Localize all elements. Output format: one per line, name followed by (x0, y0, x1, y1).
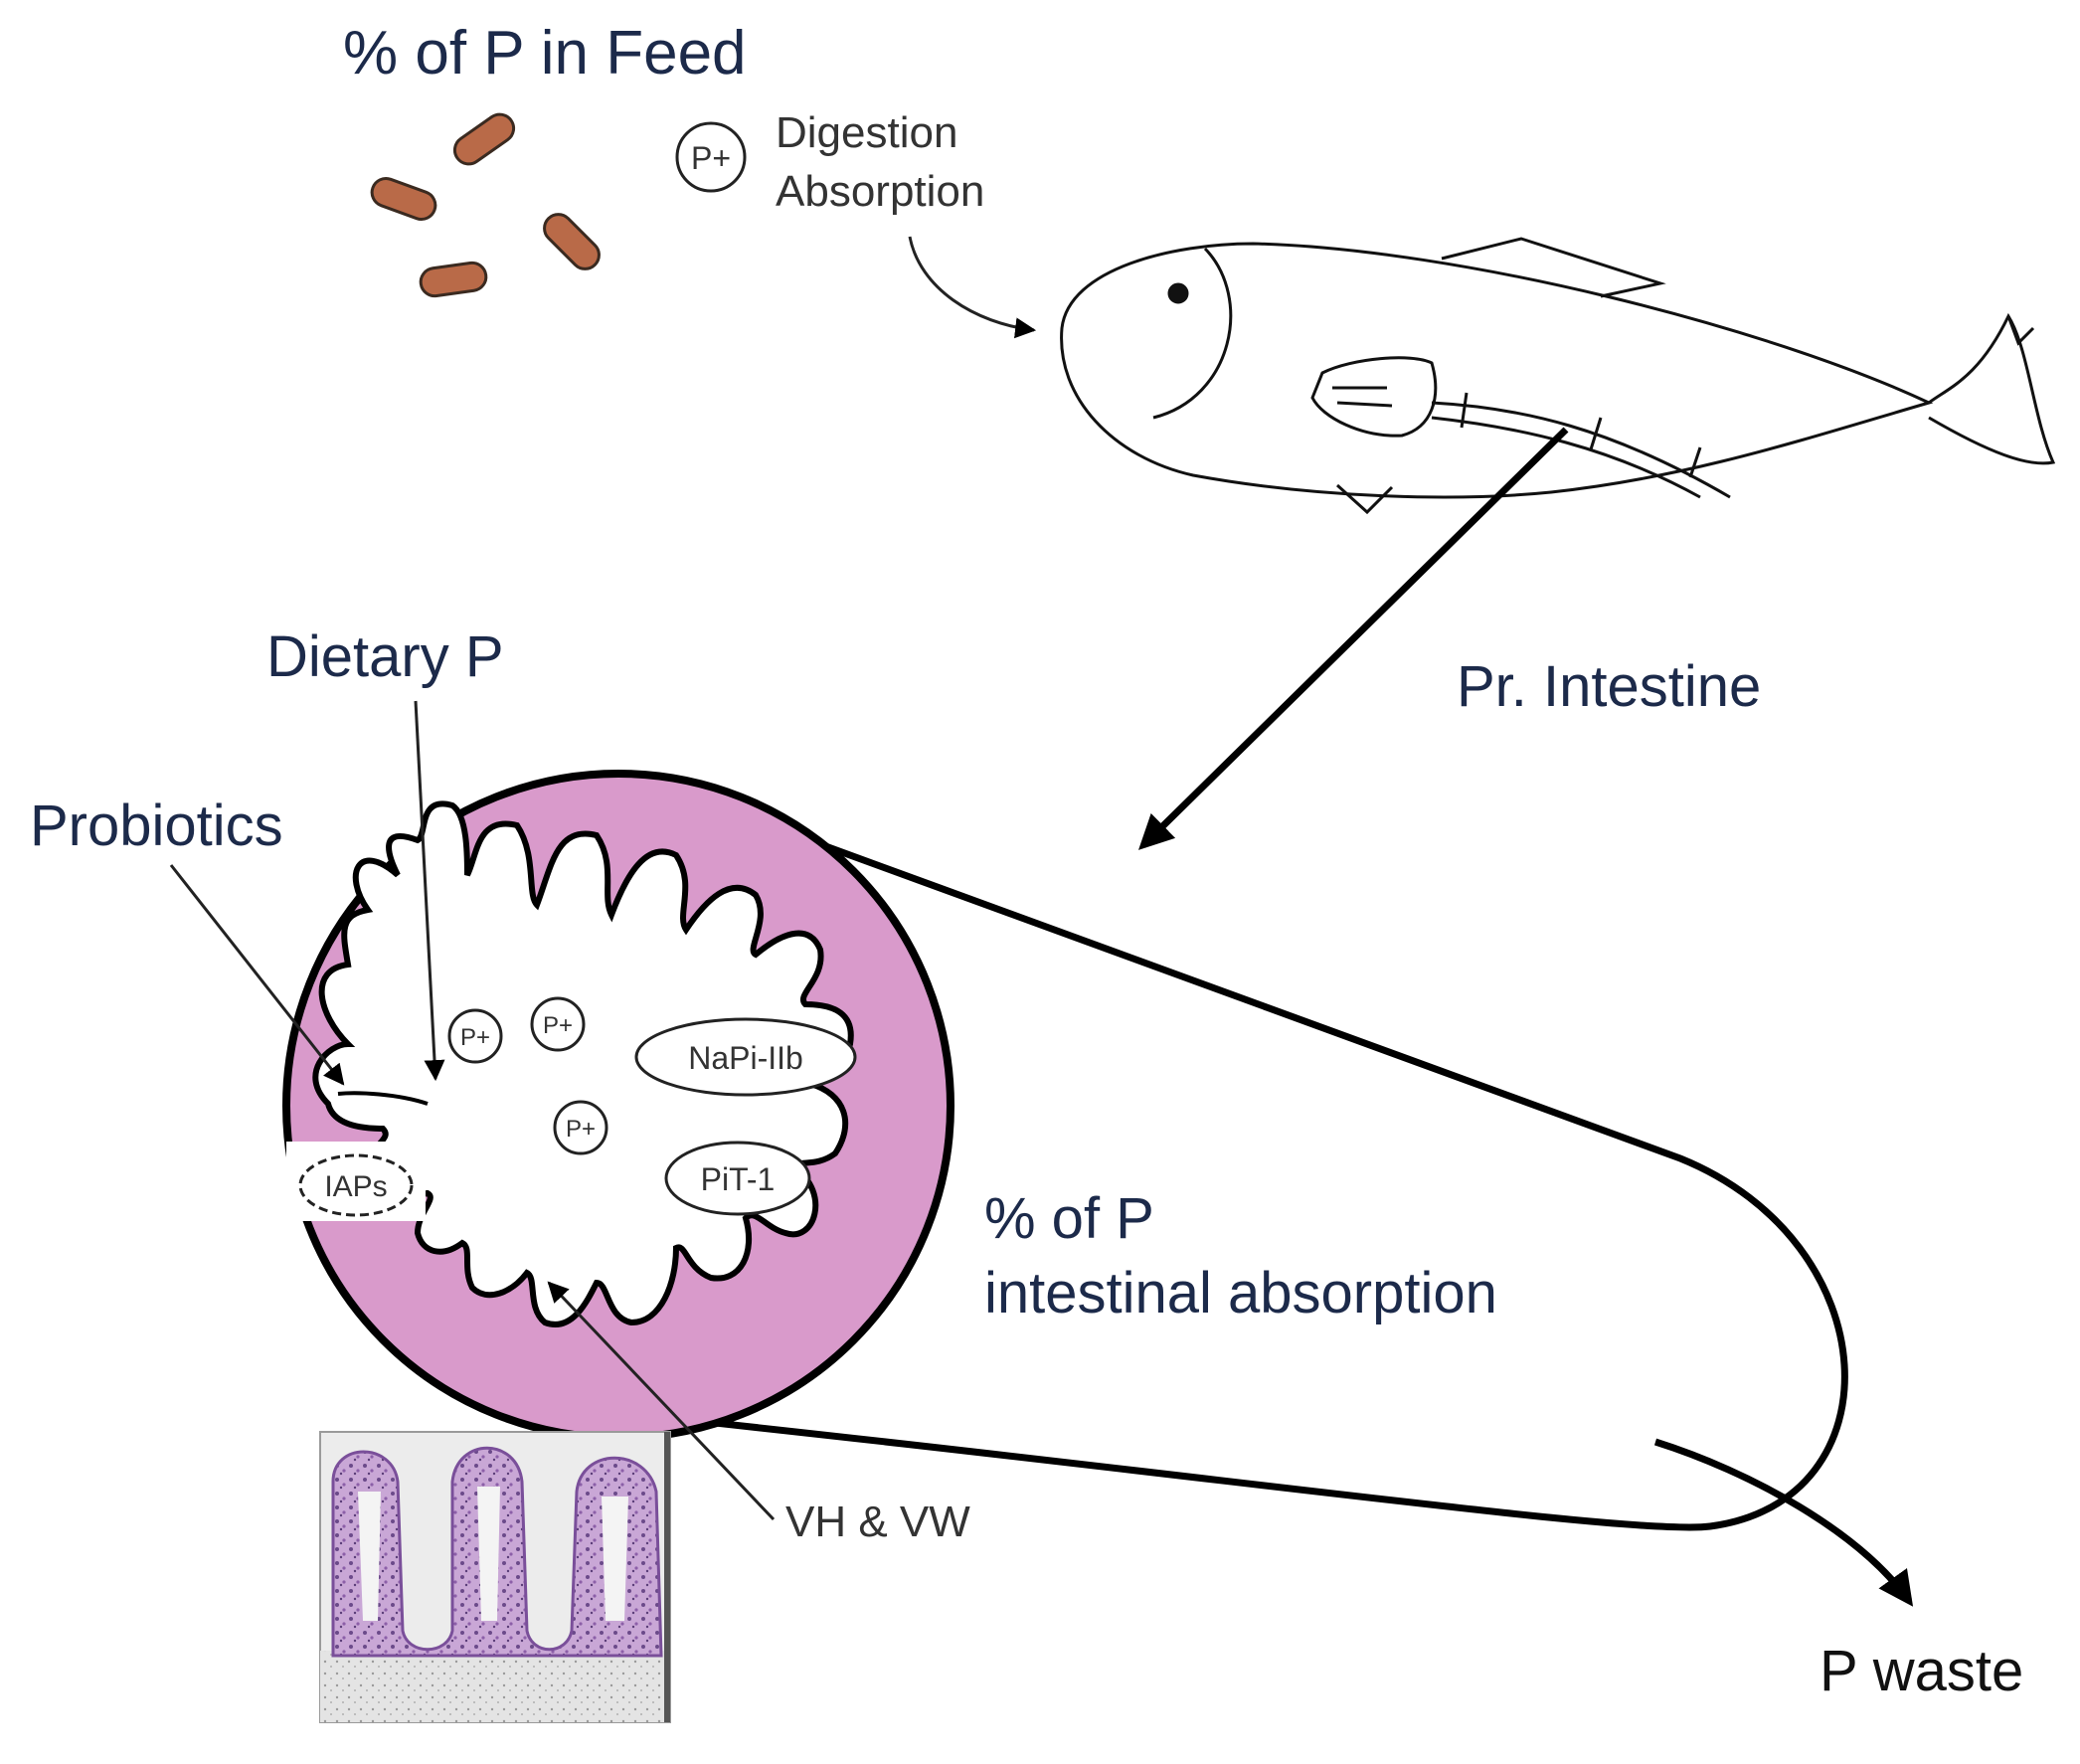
svg-text:P+: P+ (566, 1116, 596, 1143)
feed-title: % of P in Feed (343, 19, 747, 88)
p-waste-label: P waste (1820, 1639, 2023, 1703)
histology-micrograph (319, 1431, 671, 1723)
probiotics-label: Probiotics (30, 794, 283, 858)
lumen-phosphorus-3: P+ (553, 1100, 608, 1155)
phosphorus-badge: P+ (675, 121, 747, 193)
digestion-label: Digestion (776, 108, 957, 157)
svg-text:P+: P+ (691, 140, 731, 176)
dietary-p-arrow (414, 700, 445, 1082)
pr-intestine-label: Pr. Intestine (1457, 654, 1761, 719)
absorption-loop (516, 809, 1848, 1531)
intestine-cross-section (282, 770, 954, 1442)
probiotics-arrow (169, 864, 345, 1086)
intestine-arrow (1138, 427, 1569, 850)
vh-vw-arrow (547, 1281, 776, 1521)
digestion-arrow (908, 236, 1037, 339)
svg-text:P+: P+ (543, 1012, 573, 1039)
napi-transporter: NaPi-IIb (634, 1017, 857, 1097)
absorption-pct-line1: % of P (984, 1186, 1154, 1251)
vh-vw-label: VH & VW (785, 1498, 970, 1546)
absorption-pct-line2: intestinal absorption (984, 1261, 1497, 1325)
svg-text:PiT-1: PiT-1 (701, 1161, 776, 1197)
iaps-enzyme: IAPs (298, 1153, 414, 1217)
svg-text:P+: P+ (460, 1024, 490, 1051)
svg-text:IAPs: IAPs (324, 1170, 387, 1203)
fish-illustration (1060, 237, 2056, 515)
lumen-phosphorus-2: P+ (530, 996, 586, 1052)
svg-text:NaPi-IIb: NaPi-IIb (688, 1040, 803, 1076)
lumen-phosphorus-1: P+ (447, 1008, 503, 1064)
p-waste-arrow (1653, 1438, 1914, 1607)
dietary-p-label: Dietary P (266, 624, 504, 689)
feed-pellet-icon (370, 112, 601, 298)
absorption-label: Absorption (776, 167, 984, 216)
pit1-transporter: PiT-1 (664, 1141, 811, 1216)
